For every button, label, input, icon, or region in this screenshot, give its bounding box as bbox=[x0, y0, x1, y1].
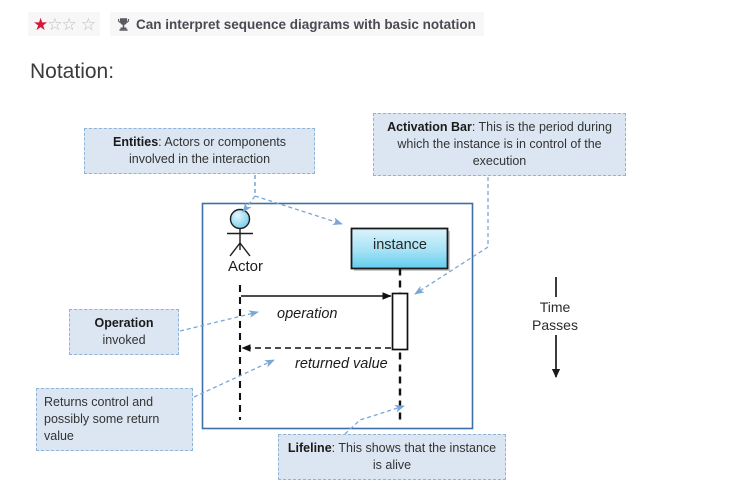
connector-operation-to-arrow bbox=[179, 310, 259, 332]
callout-lifeline-term: Lifeline bbox=[287, 441, 332, 455]
connector-entities-to-actor bbox=[242, 175, 256, 213]
connector-lifeline-to-lifeline bbox=[344, 405, 405, 435]
time-passes-label: Time Passes bbox=[527, 297, 583, 335]
callout-entities-text: : Actors or components involved in the i… bbox=[128, 135, 286, 166]
callout-activation-bar: Activation Bar: This is the period durin… bbox=[373, 113, 626, 176]
callout-lifeline-text: : This shows that the instance is alive bbox=[331, 441, 497, 472]
callout-entities-term: Entities bbox=[113, 135, 159, 149]
page-title: Notation: bbox=[30, 60, 115, 83]
instance-box bbox=[350, 227, 449, 270]
star-icon-2[interactable]: ☆ bbox=[47, 14, 62, 34]
header-strip: ★ ☆ ☆ ☆ Can interpret sequence diagrams … bbox=[0, 0, 750, 45]
callout-entities: Entities: Actors or components involved … bbox=[84, 128, 315, 174]
returned-value-label: returned value bbox=[295, 356, 388, 372]
connector-activation-to-bar bbox=[414, 177, 489, 295]
callout-returns-text: Returns control and possibly some return… bbox=[44, 395, 160, 443]
trophy-icon bbox=[117, 17, 130, 31]
callout-operation-text: invoked bbox=[102, 333, 146, 347]
actor-label: Actor bbox=[228, 258, 264, 275]
competency-title: Can interpret sequence diagrams with bas… bbox=[136, 16, 476, 32]
rating-stars[interactable]: ★ ☆ ☆ ☆ bbox=[28, 12, 100, 36]
callout-operation: Operation invoked bbox=[69, 309, 179, 355]
instance-label: instance bbox=[372, 237, 427, 253]
callout-returns-control: Returns control and possibly some return… bbox=[36, 388, 193, 451]
diagram-frame bbox=[201, 202, 474, 430]
star-icon-3[interactable]: ☆ bbox=[61, 14, 77, 34]
callout-lifeline: Lifeline: This shows that the instance i… bbox=[278, 434, 506, 480]
activation-bar bbox=[391, 292, 409, 351]
actor-figure bbox=[227, 208, 253, 257]
star-icon-1[interactable]: ★ bbox=[33, 14, 48, 34]
callout-activation-term: Activation Bar bbox=[387, 120, 472, 134]
callout-operation-term: Operation bbox=[94, 316, 154, 330]
connector-entities-to-instance bbox=[254, 175, 343, 225]
connector-returns-to-arrow bbox=[193, 359, 275, 398]
callout-activation-text: : This is the period during which the in… bbox=[397, 120, 612, 168]
star-icon-4[interactable]: ☆ bbox=[80, 14, 96, 34]
competency-title-pill: Can interpret sequence diagrams with bas… bbox=[110, 12, 484, 36]
operation-message-label: operation bbox=[277, 306, 338, 322]
